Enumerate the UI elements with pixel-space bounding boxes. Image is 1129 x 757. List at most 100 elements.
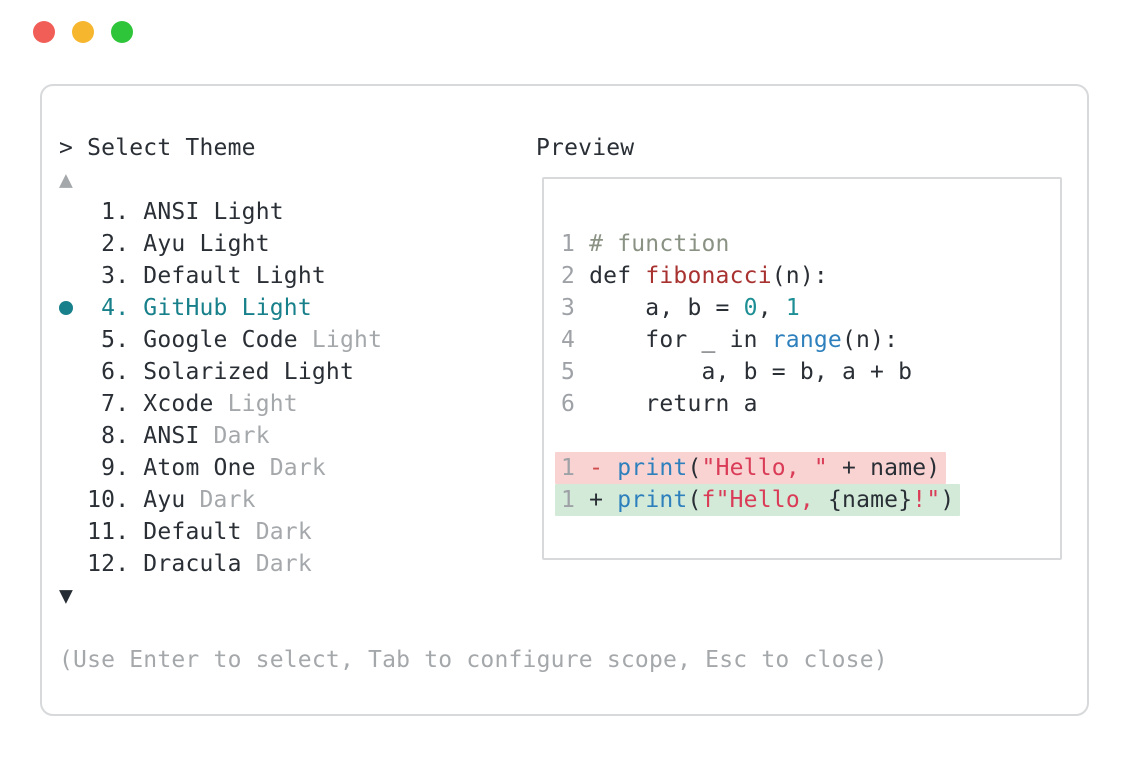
code-token: ,	[757, 295, 786, 321]
scroll-down-icon[interactable]: ▼	[59, 583, 74, 609]
line-number: 1	[561, 487, 590, 513]
theme-item-name: Ayu	[143, 487, 200, 513]
code-token: "Hello, "	[701, 455, 828, 481]
theme-item-name: Ayu	[143, 231, 200, 257]
theme-item-name: Default	[143, 263, 256, 289]
theme-item-xcode-light[interactable]: 7. Xcode Light	[59, 388, 888, 420]
line-number: 3	[561, 295, 590, 321]
theme-item-dracula-dark[interactable]: 12. Dracula Dark	[59, 548, 888, 580]
code-token: + name)	[827, 455, 941, 481]
code-token: (	[687, 487, 702, 513]
theme-list: 1. ANSI Light 2. Ayu Light 3. Default Li…	[59, 196, 888, 580]
code-line-content: 1 + print(f"Hello, {name}!")	[555, 484, 961, 516]
code-token: def	[589, 263, 646, 289]
line-number: 4	[561, 327, 590, 353]
theme-item-suffix: Light	[255, 263, 326, 289]
selected-bullet-icon	[59, 301, 73, 315]
blank-line	[561, 420, 1060, 452]
code-line: 5 a, b = b, a + b	[561, 356, 1060, 388]
theme-item-number: 11.	[59, 519, 144, 545]
keyboard-hint: (Use Enter to select, Tab to configure s…	[59, 647, 888, 673]
theme-item-ayu-dark[interactable]: 10. Ayu Dark	[59, 484, 888, 516]
code-token: 0	[743, 295, 758, 321]
theme-item-number: 1.	[59, 199, 144, 225]
theme-item-suffix: Dark	[255, 519, 312, 545]
preview-title: Preview	[536, 135, 635, 161]
theme-item-name: ANSI	[143, 423, 214, 449]
theme-item-ansi-light[interactable]: 1. ANSI Light	[59, 196, 888, 228]
theme-item-name: ANSI	[143, 199, 214, 225]
code-token: (n):	[841, 327, 899, 353]
code-token: (	[687, 455, 702, 481]
theme-item-ansi-dark[interactable]: 8. ANSI Dark	[59, 420, 888, 452]
code-token: {name}	[827, 487, 913, 513]
close-button[interactable]	[33, 21, 55, 43]
theme-item-suffix: Light	[283, 359, 355, 385]
code-token: a, b =	[589, 295, 744, 321]
theme-item-suffix: Dark	[255, 551, 312, 577]
line-number: 1	[561, 455, 590, 481]
theme-item-name: Atom One	[143, 455, 270, 481]
theme-item-name: Xcode	[143, 391, 228, 417]
theme-item-suffix: Dark	[199, 487, 256, 513]
code-token: (n):	[771, 263, 828, 289]
theme-item-suffix: Light	[213, 199, 284, 225]
code-line-content: 1 - print("Hello, " + name)	[555, 452, 947, 484]
diff-added-line: 1 + print(f"Hello, {name}!")	[555, 484, 1060, 516]
theme-item-number: 5.	[59, 327, 144, 353]
code-line: 2 def fibonacci(n):	[561, 260, 1060, 292]
maximize-button[interactable]	[111, 21, 133, 43]
theme-item-default-light[interactable]: 3. Default Light	[59, 260, 888, 292]
theme-item-atom-one-dark[interactable]: 9. Atom One Dark	[59, 452, 888, 484]
code-token: for _ in	[589, 327, 772, 353]
code-token: a, b = b, a + b	[589, 359, 913, 385]
code-token: return a	[589, 391, 758, 417]
theme-item-name: Solarized	[143, 359, 284, 385]
code-line: 4 for _ in range(n):	[561, 324, 1060, 356]
code-line-content: 1 # function	[561, 228, 730, 260]
scroll-up-icon[interactable]: ▲	[59, 167, 74, 193]
code-token: fibonacci	[645, 263, 772, 289]
code-line: 3 a, b = 0, 1	[561, 292, 1060, 324]
line-number: 6	[561, 391, 590, 417]
theme-item-google-code-light[interactable]: 5. Google Code Light	[59, 324, 888, 356]
code-token: print	[617, 455, 688, 481]
code-line-content: 2 def fibonacci(n):	[561, 260, 828, 292]
code-token: print	[617, 487, 688, 513]
window-controls	[33, 21, 133, 43]
theme-item-name: Default	[143, 519, 256, 545]
code-token: )	[940, 487, 955, 513]
line-number: 5	[561, 359, 590, 385]
theme-item-number: 6.	[59, 359, 144, 385]
code-token: # function	[589, 231, 730, 257]
code-token: !"	[912, 487, 941, 513]
code-line-content: 6 return a	[561, 388, 758, 420]
theme-item-solarized-light[interactable]: 6. Solarized Light	[59, 356, 888, 388]
theme-item-number: 4.	[59, 295, 144, 321]
line-number: 2	[561, 263, 590, 289]
code-line-content: 5 a, b = b, a + b	[561, 356, 912, 388]
theme-item-number: 10.	[59, 487, 144, 513]
code-line-content: 3 a, b = 0, 1	[561, 292, 800, 324]
theme-item-name: Dracula	[143, 551, 256, 577]
theme-list-pane: > Select Theme ▲ 1. ANSI Light 2. Ayu Li…	[59, 132, 888, 676]
theme-item-suffix: Dark	[269, 455, 326, 481]
theme-item-number: 12.	[59, 551, 144, 577]
code-token: -	[589, 455, 618, 481]
minimize-button[interactable]	[72, 21, 94, 43]
select-theme-prompt: > Select Theme	[59, 135, 256, 161]
theme-item-number: 3.	[59, 263, 144, 289]
theme-item-number: 7.	[59, 391, 144, 417]
theme-item-number: 2.	[59, 231, 144, 257]
theme-item-suffix: Light	[241, 295, 312, 321]
theme-item-github-light[interactable]: 4. GitHub Light	[59, 292, 888, 324]
line-number: 1	[561, 231, 590, 257]
code-token: range	[771, 327, 842, 353]
theme-item-default-dark[interactable]: 11. Default Dark	[59, 516, 888, 548]
theme-item-ayu-light[interactable]: 2. Ayu Light	[59, 228, 888, 260]
code-line: 1 # function	[561, 228, 1060, 260]
theme-item-suffix: Light	[311, 327, 383, 353]
